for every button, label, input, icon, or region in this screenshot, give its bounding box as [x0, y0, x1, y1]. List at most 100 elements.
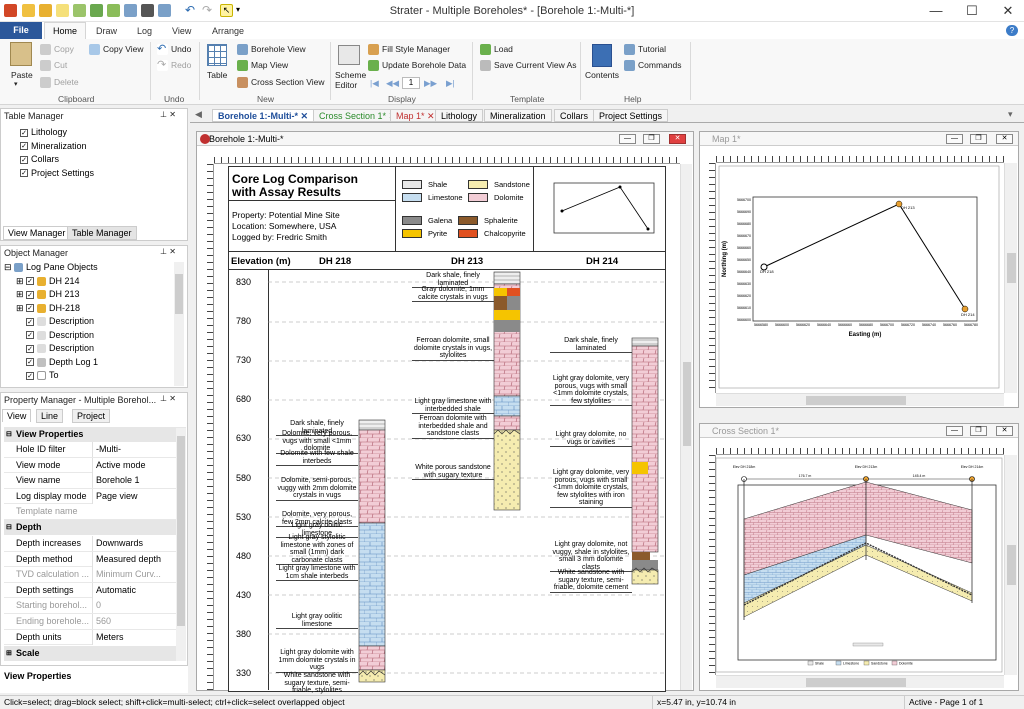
xsec-minimize-button[interactable]: —	[946, 426, 963, 436]
paste-dropdown-icon[interactable]: ▾	[14, 81, 18, 88]
property-value[interactable]: Measured depth	[92, 551, 178, 567]
object-tree-scrollbar[interactable]	[174, 262, 184, 386]
property-row[interactable]: Hole ID filter-Multi-▼	[4, 442, 186, 458]
scroll-thumb[interactable]	[1007, 545, 1016, 585]
xsec-restore-button[interactable]: ❐	[970, 426, 987, 436]
new-doc-icon[interactable]	[56, 4, 69, 17]
collapse-icon[interactable]: ⊟	[6, 524, 12, 531]
paste-button[interactable]: Paste	[11, 70, 33, 80]
save-icon[interactable]	[73, 4, 86, 17]
tree-item[interactable]: ⊞ ✓DH-218	[16, 302, 81, 313]
property-row[interactable]: TVD calculation ...Minimum Curv...	[4, 567, 186, 583]
tab-prop-project[interactable]: Project	[72, 409, 111, 423]
expand-icon[interactable]: ⊞	[6, 650, 12, 657]
doc-minimize-button[interactable]: —	[619, 134, 636, 144]
doc-restore-button[interactable]: ❐	[643, 134, 660, 144]
scroll-thumb[interactable]	[683, 362, 691, 446]
tree-item[interactable]: ⊞ ✓DH 213	[16, 289, 80, 300]
tree-item[interactable]: ✓Description	[26, 316, 95, 327]
checkbox-icon[interactable]: ✓	[26, 277, 35, 286]
checkbox-icon[interactable]: ✓	[20, 169, 28, 178]
checkbox-icon[interactable]: ✓	[20, 155, 28, 164]
tool-icon[interactable]	[158, 4, 171, 17]
map-point-dh218[interactable]	[760, 263, 768, 271]
map-point-dh214[interactable]	[961, 305, 969, 313]
property-value[interactable]: Page view	[92, 488, 178, 504]
property-row[interactable]: Ending borehole...560	[4, 614, 186, 630]
tab-file[interactable]: File	[0, 22, 42, 39]
export-icon[interactable]	[107, 4, 120, 17]
property-value[interactable]: 560	[92, 614, 178, 629]
pin-icon[interactable]: ⊥ ✕	[160, 247, 176, 256]
collapse-icon[interactable]: ⊟	[6, 431, 12, 438]
table-item-project-settings[interactable]: ✓Project Settings	[20, 167, 95, 178]
scroll-thumb[interactable]	[177, 436, 185, 626]
delete-button[interactable]: Delete	[40, 77, 79, 89]
tab-prop-line[interactable]: Line	[36, 409, 64, 423]
property-value[interactable]: -Multi-	[92, 442, 178, 457]
property-value[interactable]: Meters	[92, 629, 178, 645]
scroll-thumb[interactable]	[806, 396, 906, 405]
property-value[interactable]: Automatic	[92, 582, 178, 598]
checkbox-icon[interactable]: ✓	[26, 371, 34, 380]
cut-button[interactable]: Cut	[40, 60, 67, 72]
tab-draw[interactable]: Draw	[96, 26, 118, 36]
xsec-close-button[interactable]: ✕	[996, 426, 1013, 436]
next-page-icon[interactable]: ▶▶	[424, 78, 438, 88]
borehole-view-button[interactable]: Borehole View	[237, 44, 306, 56]
close-tab-icon[interactable]: ✕	[427, 111, 435, 121]
open-folder-icon[interactable]	[39, 4, 52, 17]
scroll-thumb[interactable]	[175, 274, 183, 314]
xsec-hscrollbar[interactable]	[716, 675, 1004, 688]
property-scrollbar[interactable]	[176, 428, 186, 661]
map-close-button[interactable]: ✕	[996, 134, 1013, 144]
cross-section-view-button[interactable]: Cross Section View	[237, 77, 325, 89]
property-row[interactable]: Template name	[4, 504, 186, 520]
tree-item[interactable]: ✓Description	[26, 329, 95, 340]
checkbox-icon[interactable]: ✓	[26, 290, 35, 299]
doc-tab-borehole[interactable]: Borehole 1:-Multi-* ✕	[212, 109, 315, 122]
redo-qat-icon[interactable]: ↷	[202, 4, 215, 17]
property-value[interactable]: Borehole 1	[92, 473, 178, 489]
table-button[interactable]: Table	[207, 70, 228, 80]
section-scale[interactable]: ⊞Scale	[4, 646, 186, 661]
new-file-icon[interactable]	[22, 4, 35, 17]
tree-item[interactable]: ✓To	[26, 370, 59, 381]
doc-tab-collars[interactable]: Collars	[554, 109, 595, 122]
table-item-mineralization[interactable]: ✓Mineralization	[20, 140, 87, 151]
first-page-icon[interactable]: |◀	[370, 78, 379, 88]
save-all-icon[interactable]	[90, 4, 103, 17]
map-minimize-button[interactable]: —	[946, 134, 963, 144]
undo-qat-icon[interactable]: ↶	[185, 4, 198, 17]
pin-icon[interactable]: ⊥ ✕	[160, 110, 176, 119]
scroll-thumb[interactable]	[806, 678, 906, 687]
print-icon[interactable]	[141, 4, 154, 17]
commands-button[interactable]: Commands	[624, 60, 681, 72]
tab-prop-view[interactable]: View	[2, 409, 32, 422]
undo-button[interactable]: ↶Undo	[157, 43, 192, 56]
map-point-dh213[interactable]	[895, 200, 903, 208]
pin-icon[interactable]: ⊥ ✕	[160, 394, 176, 403]
property-value[interactable]: Downwards	[92, 536, 178, 551]
map-hscrollbar[interactable]	[716, 393, 1004, 406]
xsec-vscrollbar[interactable]	[1004, 455, 1017, 675]
import-icon[interactable]	[124, 4, 137, 17]
doc-tab-lithology[interactable]: Lithology	[435, 109, 484, 122]
checkbox-icon[interactable]: ✓	[26, 344, 34, 353]
tab-view[interactable]: View	[172, 26, 192, 36]
map-view-button[interactable]: Map View	[237, 60, 288, 72]
table-item-lithology[interactable]: ✓Lithology	[20, 127, 68, 137]
checkbox-icon[interactable]: ✓	[26, 304, 35, 313]
close-window-button[interactable]: ✕	[1002, 3, 1014, 18]
maximize-button[interactable]: ☐	[966, 3, 978, 18]
property-value[interactable]: Active mode	[92, 457, 178, 473]
checkbox-icon[interactable]: ✓	[20, 128, 28, 137]
fill-style-manager-button[interactable]: Fill Style Manager	[368, 44, 450, 56]
tab-list-icon[interactable]: ▾	[1008, 109, 1013, 119]
select-arrow-icon[interactable]: ↖	[220, 4, 233, 17]
